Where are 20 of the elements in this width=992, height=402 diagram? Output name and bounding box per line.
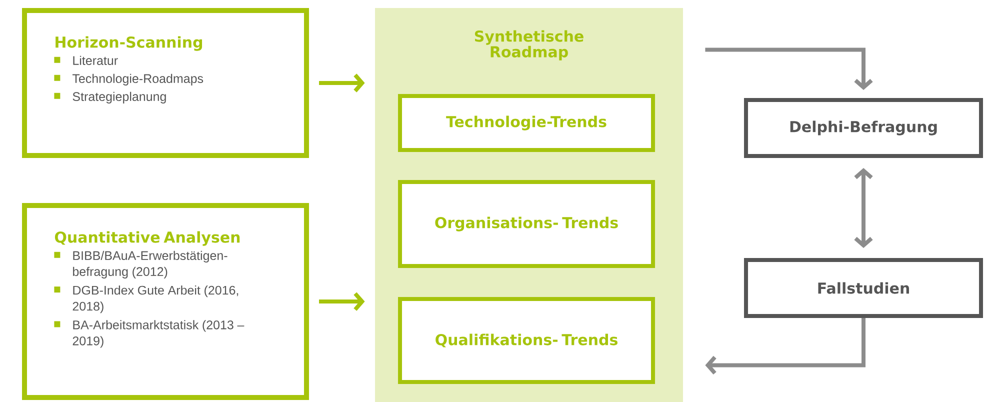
trend-box: Organisations- Trends: [398, 180, 655, 268]
source-box: [22, 8, 309, 158]
list-item: Literatur: [54, 56, 118, 66]
step-box: Delphi-Befragung: [744, 98, 983, 158]
arrow: [319, 74, 365, 92]
box-heading: Horizon-Scanning: [56, 36, 202, 51]
trend-box: Technologie-Trends: [398, 94, 655, 152]
box-heading: Quantitative Analysen: [54, 231, 240, 246]
step-box: Fallstudien: [744, 258, 983, 318]
source-box: [22, 203, 309, 400]
arrow: [319, 292, 365, 311]
list-item: DGB-Index Gute Arbeit (2016, 2018): [54, 285, 238, 314]
trend-box: Qualifikations- Trends: [398, 297, 655, 384]
arrow: [705, 48, 873, 90]
arrow: [854, 168, 873, 248]
list-item: Strategieplanung: [54, 92, 166, 104]
list-item: BA-Arbeitsmarktstatisk (2013 – 2019): [54, 320, 244, 348]
list-item: BIBB/BAuA-Erwerbstätigen- befragung (2012): [54, 250, 228, 278]
list-item: Technologie-Roadmaps: [54, 74, 204, 86]
arrow: [705, 318, 866, 375]
